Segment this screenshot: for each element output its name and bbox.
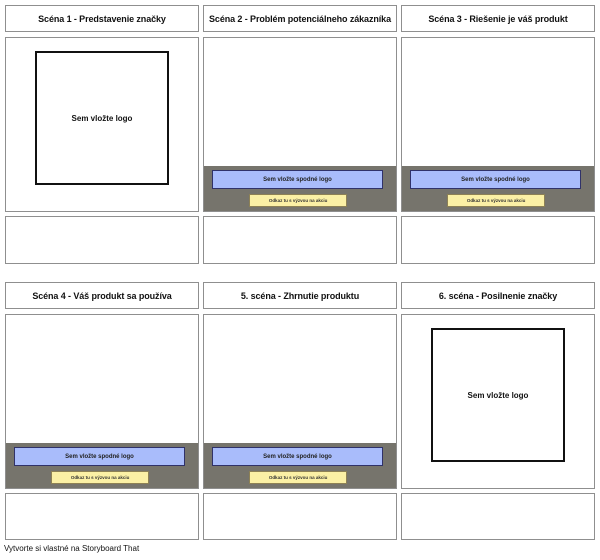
bottom-logo-label: Sem vložte spodné logo bbox=[263, 453, 332, 460]
call-to-action-label: Odkaz tu s výzvou na akciu bbox=[268, 198, 328, 203]
call-to-action-label: Odkaz tu s výzvou na akciu bbox=[268, 475, 328, 480]
call-to-action-link[interactable]: Odkaz tu s výzvou na akciu bbox=[249, 194, 348, 207]
footer-credit: Vytvorte si vlastné na Storyboard That bbox=[4, 544, 140, 553]
logo-placeholder[interactable]: Sem vložte logo bbox=[35, 51, 169, 185]
scene-1-caption-box[interactable] bbox=[5, 216, 199, 264]
bottom-logo-label: Sem vložte spodné logo bbox=[263, 176, 332, 183]
bottom-band: Sem vložte spodné logo Odkaz tu s výzvou… bbox=[204, 166, 396, 211]
scene-3-title-cell[interactable]: Scéna 3 - Riešenie je váš produkt bbox=[401, 5, 595, 32]
logo-placeholder[interactable]: Sem vložte logo bbox=[431, 328, 565, 462]
bottom-logo-placeholder[interactable]: Sem vložte spodné logo bbox=[212, 447, 383, 466]
logo-placeholder-label: Sem vložte logo bbox=[467, 390, 529, 400]
scene-6-title: 6. scéna - Posilnenie značky bbox=[438, 290, 558, 301]
scene-3-caption-box[interactable] bbox=[401, 216, 595, 264]
scene-3-panel[interactable]: Sem vložte spodné logo Odkaz tu s výzvou… bbox=[401, 37, 595, 212]
scene-3-title: Scéna 3 - Riešenie je váš produkt bbox=[428, 13, 568, 24]
scene-1-panel[interactable]: Sem vložte logo bbox=[5, 37, 199, 212]
scene-2-title: Scéna 2 - Problém potenciálneho zákazník… bbox=[209, 13, 391, 24]
scene-5-panel[interactable]: Sem vložte spodné logo Odkaz tu s výzvou… bbox=[203, 314, 397, 489]
scene-2-caption-box[interactable] bbox=[203, 216, 397, 264]
bottom-band: Sem vložte spodné logo Odkaz tu s výzvou… bbox=[204, 443, 396, 488]
scene-5-title: 5. scéna - Zhrnutie produktu bbox=[240, 290, 360, 301]
call-to-action-label: Odkaz tu s výzvou na akciu bbox=[70, 475, 130, 480]
scene-6-panel[interactable]: Sem vložte logo bbox=[401, 314, 595, 489]
scene-1-title: Scéna 1 - Predstavenie značky bbox=[38, 13, 166, 24]
bottom-logo-placeholder[interactable]: Sem vložte spodné logo bbox=[212, 170, 383, 189]
scene-4-title: Scéna 4 - Váš produkt sa používa bbox=[32, 290, 172, 301]
scene-4-panel[interactable]: Sem vložte spodné logo Odkaz tu s výzvou… bbox=[5, 314, 199, 489]
scene-6-title-cell[interactable]: 6. scéna - Posilnenie značky bbox=[401, 282, 595, 309]
scene-5-title-cell[interactable]: 5. scéna - Zhrnutie produktu bbox=[203, 282, 397, 309]
bottom-logo-placeholder[interactable]: Sem vložte spodné logo bbox=[14, 447, 185, 466]
logo-placeholder-label: Sem vložte logo bbox=[71, 113, 133, 123]
bottom-band: Sem vložte spodné logo Odkaz tu s výzvou… bbox=[6, 443, 198, 488]
call-to-action-link[interactable]: Odkaz tu s výzvou na akciu bbox=[51, 471, 150, 484]
scene-2-title-cell[interactable]: Scéna 2 - Problém potenciálneho zákazník… bbox=[203, 5, 397, 32]
bottom-logo-label: Sem vložte spodné logo bbox=[65, 453, 134, 460]
call-to-action-label: Odkaz tu s výzvou na akciu bbox=[466, 198, 526, 203]
bottom-logo-placeholder[interactable]: Sem vložte spodné logo bbox=[410, 170, 581, 189]
scene-1-title-cell[interactable]: Scéna 1 - Predstavenie značky bbox=[5, 5, 199, 32]
scene-6-caption-box[interactable] bbox=[401, 493, 595, 540]
scene-2-panel[interactable]: Sem vložte spodné logo Odkaz tu s výzvou… bbox=[203, 37, 397, 212]
call-to-action-link[interactable]: Odkaz tu s výzvou na akciu bbox=[447, 194, 546, 207]
scene-5-caption-box[interactable] bbox=[203, 493, 397, 540]
scene-4-title-cell[interactable]: Scéna 4 - Váš produkt sa používa bbox=[5, 282, 199, 309]
bottom-logo-label: Sem vložte spodné logo bbox=[461, 176, 530, 183]
scene-4-caption-box[interactable] bbox=[5, 493, 199, 540]
call-to-action-link[interactable]: Odkaz tu s výzvou na akciu bbox=[249, 471, 348, 484]
bottom-band: Sem vložte spodné logo Odkaz tu s výzvou… bbox=[402, 166, 594, 211]
